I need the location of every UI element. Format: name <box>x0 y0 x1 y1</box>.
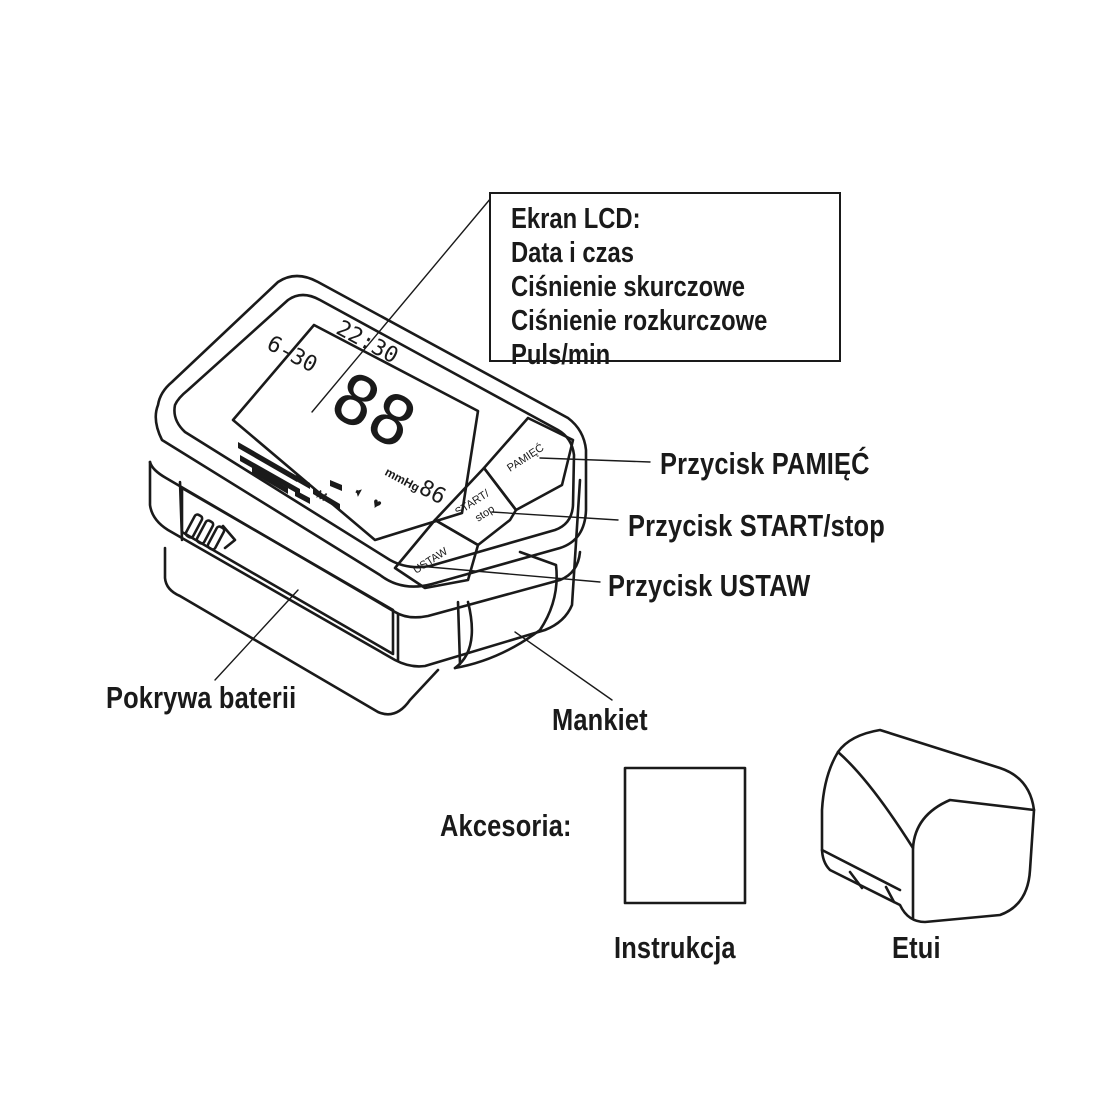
lcd-date: 6-30 <box>263 331 322 378</box>
cuff-callout: Mankiet <box>552 702 648 737</box>
set-button-shape <box>393 518 480 590</box>
battery-cover-shape <box>180 486 395 656</box>
manual-label: Instrukcja <box>614 930 736 965</box>
lcd-window <box>231 323 480 542</box>
lcd-callout-systolic: Ciśnienie skurczowe <box>511 271 745 303</box>
lcd-callout-title: Ekran LCD: <box>511 203 641 235</box>
accessories-heading: Akcesoria: <box>440 808 572 843</box>
lcd-callout-pulse: Puls/min <box>511 339 611 371</box>
case-shape <box>820 728 1036 924</box>
speaker-icon: 🔈︎ <box>352 483 368 502</box>
start-button-callout: Przycisk START/stop <box>628 508 885 543</box>
lcd-systolic: 88 <box>318 357 427 465</box>
pressure-bar-graph <box>238 442 342 510</box>
manual-sheet <box>623 766 747 905</box>
lcd-callout-diastolic: Ciśnienie rozkurczowe <box>511 305 768 337</box>
device-body <box>148 460 582 668</box>
cuff-shape <box>163 546 440 716</box>
lcd-unit: mmHg <box>383 465 423 495</box>
set-button-callout: Przycisk USTAW <box>608 568 811 603</box>
device-top-face <box>154 274 588 588</box>
lcd-callout-box: Ekran LCD: Data i czas Ciśnienie skurczo… <box>489 192 841 371</box>
battery-cover-callout: Pokrywa baterii <box>106 680 297 715</box>
lcd-callout-date-time: Data i czas <box>511 237 634 269</box>
memory-button-callout: Przycisk PAMIĘĆ <box>660 446 870 481</box>
lcd-time: 22:30 <box>332 316 402 369</box>
heart-icon: ♥ <box>369 494 385 513</box>
case-label: Etui <box>892 930 941 965</box>
